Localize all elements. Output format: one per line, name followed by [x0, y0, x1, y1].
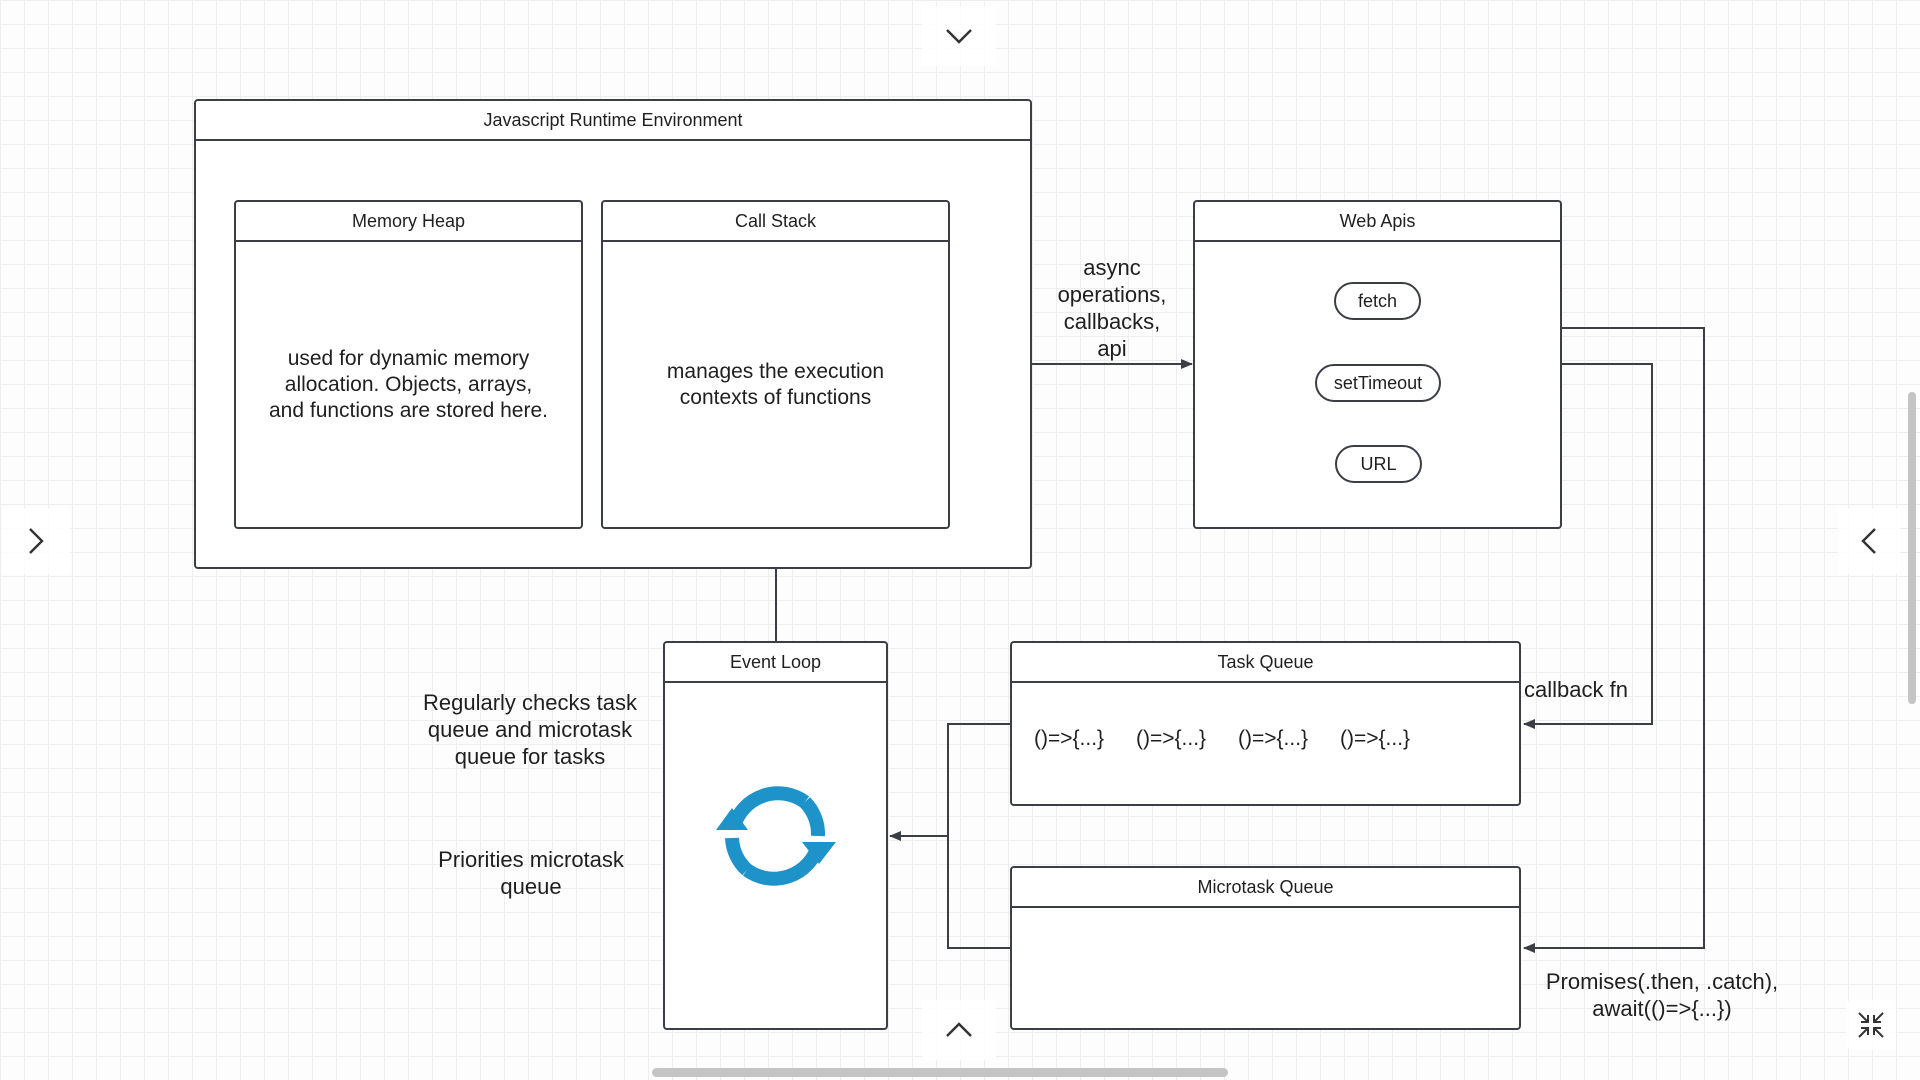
line-microtaskqueue-to-eventloop: [947, 836, 1010, 949]
collapse-icon: [1858, 1012, 1884, 1038]
vertical-scrollbar[interactable]: [1908, 392, 1916, 704]
event-loop-box[interactable]: Event Loop: [663, 641, 888, 1030]
scroll-up-button[interactable]: [922, 6, 996, 66]
event-loop-title: Event Loop: [665, 643, 886, 683]
callback-fn-label: callback fn: [1524, 677, 1628, 702]
promises-label: Promises(.then, .catch), await(()=>{...}…: [1545, 969, 1779, 1021]
task-queue-item: ()=>{...}: [1136, 727, 1207, 750]
event-loop-checks-label: Regularly checks task queue and microtas…: [423, 690, 637, 769]
task-queue-item: ()=>{...}: [1238, 727, 1309, 750]
chevron-down-icon: [946, 29, 972, 44]
memory-heap-description: used for dynamic memory allocation. Obje…: [268, 346, 548, 422]
refresh-icon: [710, 776, 842, 896]
fit-to-screen-button[interactable]: [1846, 1000, 1896, 1050]
arrow-taskqueue-to-eventloop: [889, 723, 1010, 841]
horizontal-scrollbar[interactable]: [652, 1068, 1228, 1077]
web-apis-title: Web Apis: [1195, 202, 1560, 242]
scroll-right-button[interactable]: [1838, 508, 1900, 574]
web-api-settimeout[interactable]: setTimeout: [1315, 364, 1441, 402]
async-operations-label: async operations, callbacks, api: [1057, 255, 1167, 361]
web-api-url[interactable]: URL: [1335, 445, 1422, 483]
scroll-down-button[interactable]: [922, 1000, 996, 1060]
arrow-webapis-to-taskqueue: [1523, 363, 1653, 729]
task-queue-item: ()=>{...}: [1340, 727, 1411, 750]
call-stack-box[interactable]: Call Stack manages the execution context…: [601, 200, 950, 529]
microtask-queue-title: Microtask Queue: [1012, 868, 1519, 908]
call-stack-title: Call Stack: [603, 202, 948, 242]
web-api-fetch[interactable]: fetch: [1334, 282, 1421, 320]
runtime-environment-title: Javascript Runtime Environment: [196, 101, 1030, 141]
chevron-up-icon: [946, 1022, 972, 1037]
chevron-right-icon: [29, 528, 44, 554]
call-stack-description: manages the execution contexts of functi…: [666, 359, 885, 409]
arrow-webapis-to-microtaskqueue: [1523, 327, 1705, 953]
task-queue-box[interactable]: Task Queue: [1010, 641, 1521, 806]
priorities-label: Priorities microtask queue: [438, 847, 624, 899]
task-queue-item: ()=>{...}: [1034, 727, 1105, 750]
chevron-left-icon: [1861, 528, 1876, 554]
memory-heap-box[interactable]: Memory Heap used for dynamic memory allo…: [234, 200, 583, 529]
memory-heap-title: Memory Heap: [236, 202, 581, 242]
task-queue-title: Task Queue: [1012, 643, 1519, 683]
scroll-left-button[interactable]: [2, 508, 70, 574]
microtask-queue-box[interactable]: Microtask Queue: [1010, 866, 1521, 1030]
